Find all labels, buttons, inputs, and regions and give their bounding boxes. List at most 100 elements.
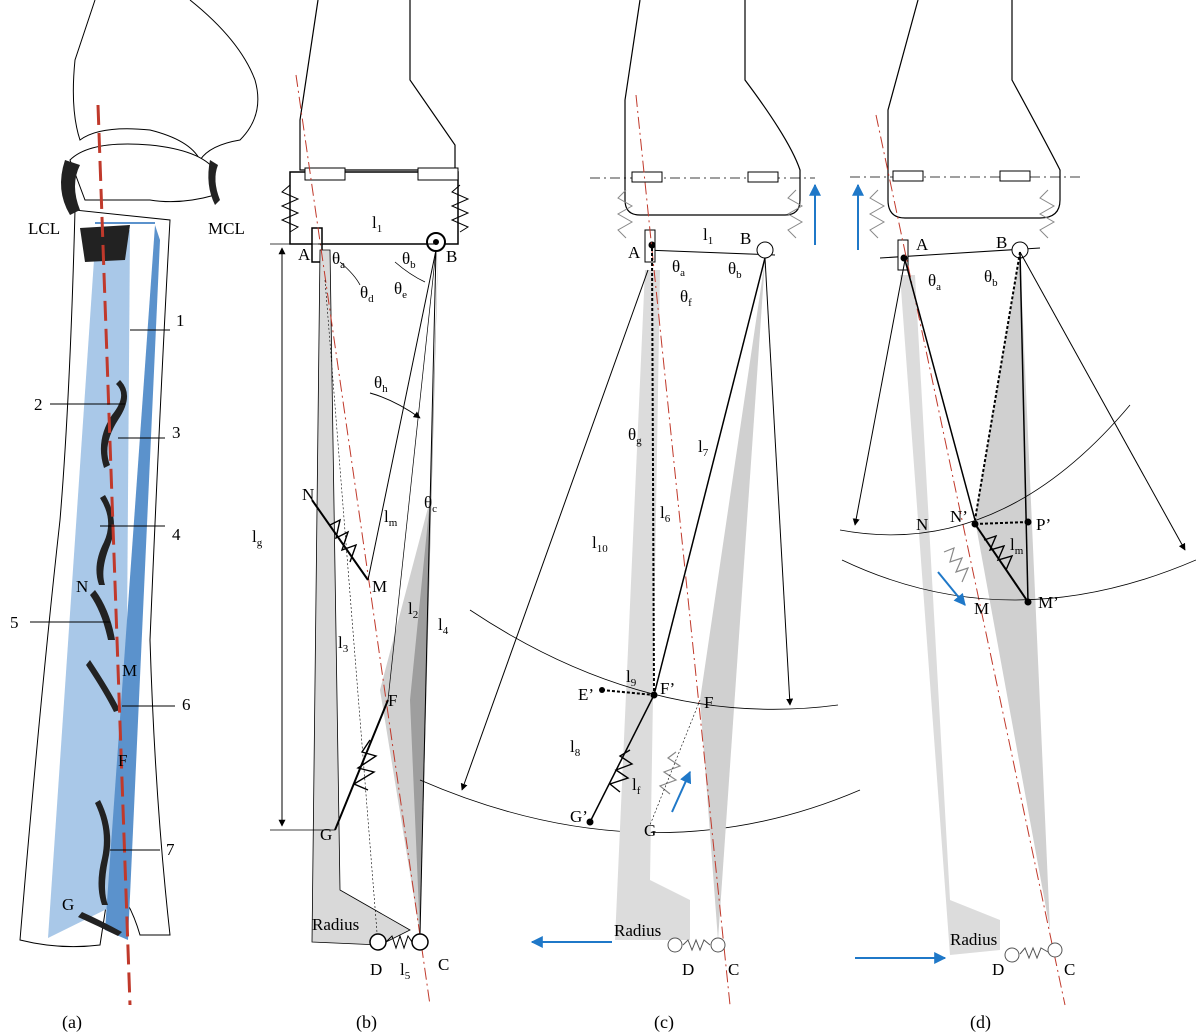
point-Pp	[1024, 518, 1032, 526]
line-l10	[460, 269, 649, 791]
upper-limb-outline	[887, 0, 1061, 219]
line-l3	[324, 279, 379, 946]
label-F: F	[388, 691, 397, 710]
line-l9	[601, 689, 655, 696]
fiber-2	[100, 380, 128, 468]
label-Mp: M’	[1038, 593, 1059, 612]
spring-left	[616, 189, 634, 239]
ulna-bone-dark	[410, 250, 438, 935]
line-NpPp	[974, 521, 1029, 525]
arc-upper	[839, 404, 1131, 536]
label-G: G	[62, 895, 74, 914]
joint-C	[411, 933, 429, 951]
label-theta-b: θb	[402, 249, 416, 271]
label-M: M	[974, 599, 989, 618]
label-l10: l10	[592, 533, 608, 555]
upper-limb-outline	[624, 0, 801, 216]
label-lm: lm	[1010, 535, 1024, 557]
fiber-7	[95, 800, 111, 905]
label-F: F	[704, 693, 713, 712]
ulna-bone	[700, 260, 765, 940]
label-D: D	[682, 960, 694, 979]
link-A-bracket	[311, 227, 323, 263]
spring-FG	[352, 739, 378, 791]
caption-d: (d)	[970, 1012, 991, 1033]
spring-right	[786, 189, 804, 239]
slider-left	[304, 167, 346, 181]
label-N: N	[916, 515, 928, 534]
point-Np	[971, 520, 979, 528]
label-Pp: P’	[1036, 515, 1051, 534]
label-radius: Radius	[614, 921, 661, 940]
label-B: B	[740, 229, 751, 248]
label-2: 2	[34, 395, 43, 414]
label-4: 4	[172, 525, 181, 544]
callouts	[30, 329, 175, 851]
fiber-5	[90, 590, 115, 640]
axis-line	[635, 94, 731, 1006]
upper-limb-outline	[299, 0, 456, 171]
spring-left	[868, 189, 886, 239]
label-A: A	[628, 243, 641, 262]
joint-C	[1047, 942, 1063, 958]
ligament-right-upper	[208, 160, 220, 205]
line-AN	[904, 259, 976, 521]
spring-DC	[1019, 946, 1049, 960]
label-N: N	[302, 485, 314, 504]
panel-b: A B l1 θa θb θd θe θh θc lg lm l2 l4 l3 …	[252, 0, 861, 1033]
arc-theta-a	[339, 261, 361, 286]
label-l4: l4	[438, 615, 449, 637]
ligament-lcl-fan	[48, 230, 130, 938]
fiber-6	[86, 660, 120, 712]
label-Gp: G’	[570, 807, 588, 826]
ulna-bone	[975, 255, 1050, 930]
label-E: E’	[578, 685, 594, 704]
radius-bone	[900, 275, 1000, 955]
panel-c: A B l1 θa θb θf θg l7 l6 l10 l9 E’ F’ F …	[460, 0, 839, 1033]
label-M: M	[372, 577, 387, 596]
label-C: C	[1064, 960, 1075, 979]
label-6: 6	[182, 695, 191, 714]
label-l3: l3	[338, 633, 349, 655]
label-F: F	[118, 751, 127, 770]
line-l2	[387, 249, 437, 701]
axis-line	[295, 74, 431, 1006]
label-theta-a: θa	[332, 249, 345, 271]
radius-bone	[615, 270, 690, 940]
slider-left	[892, 170, 924, 182]
label-lcl: LCL	[28, 219, 60, 238]
arrow-right-down	[1019, 251, 1186, 551]
spring-right	[450, 184, 470, 233]
ligament-lcl	[80, 225, 130, 262]
spring-NM	[329, 518, 358, 563]
pivot-A	[648, 241, 656, 249]
label-M: M	[122, 661, 137, 680]
spring-ghost	[943, 546, 970, 583]
line-NM	[311, 499, 369, 581]
label-radius: Radius	[312, 915, 359, 934]
line-l6	[651, 247, 655, 696]
panel-a: LCL MCL 1 2 3 4 5 6 7 N M F G (a)	[10, 0, 259, 1033]
radius-bone	[311, 249, 411, 946]
arc-lower	[841, 559, 1196, 601]
label-lf: lf	[632, 775, 641, 797]
line-lm	[367, 249, 437, 581]
label-l1: l1	[372, 213, 382, 235]
label-theta-c: θc	[424, 493, 437, 515]
label-l1: l1	[703, 225, 713, 247]
label-theta-b: θb	[984, 267, 998, 289]
label-G: G	[320, 825, 332, 844]
label-N: N	[76, 577, 88, 596]
line-BN-dotted	[974, 251, 1021, 521]
label-3: 3	[172, 423, 181, 442]
label-lm: lm	[384, 507, 398, 529]
slider-right	[747, 171, 779, 183]
label-G: G	[644, 821, 656, 840]
arc-theta-b	[394, 261, 426, 283]
label-D: D	[992, 960, 1004, 979]
slider-right	[999, 170, 1031, 182]
arrow-motion-blue	[937, 571, 966, 606]
label-theta-d: θd	[360, 283, 374, 305]
arc-theta-h	[369, 392, 421, 419]
